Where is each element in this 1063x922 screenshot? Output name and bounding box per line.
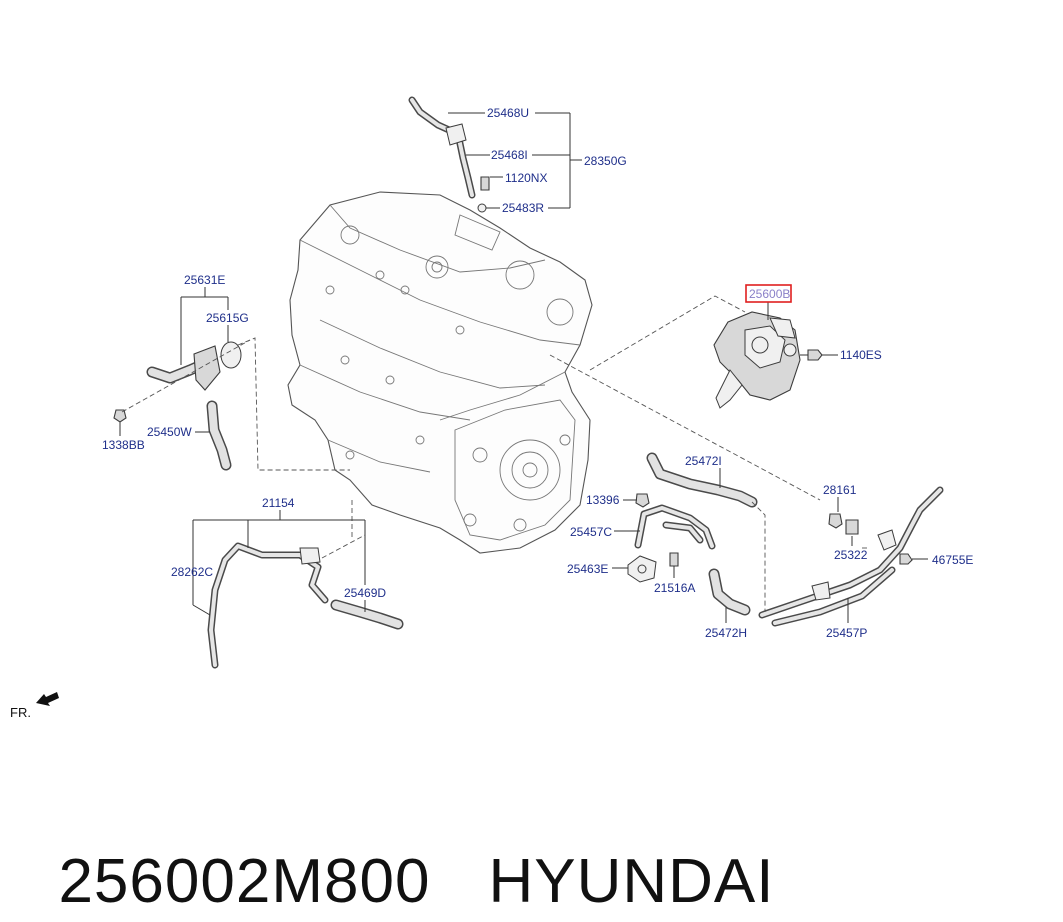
label-25483r[interactable]: 25483R (502, 201, 544, 215)
label-25322[interactable]: 25322 (834, 548, 868, 562)
label-28161[interactable]: 28161 (823, 483, 857, 497)
bolt-1140es[interactable] (800, 349, 823, 361)
label-13396[interactable]: 13396 (586, 493, 620, 507)
label-25468u[interactable]: 25468U (487, 106, 529, 120)
label-28350g[interactable]: 28350G (584, 154, 627, 168)
highlight-box (745, 284, 792, 303)
label-25468i[interactable]: 25468I (491, 148, 528, 162)
label-1338bb[interactable]: 1338BB (102, 438, 145, 452)
label-25463e[interactable]: 25463E (567, 562, 608, 576)
right-hose-assembly[interactable] (627, 452, 758, 616)
reference-lines (121, 295, 870, 612)
label-1140es[interactable]: 1140ES (840, 348, 882, 362)
front-label: FR. (10, 705, 31, 720)
front-arrow-icon (36, 692, 59, 706)
label-1120nx[interactable]: 1120NX (505, 171, 547, 185)
label-28262c[interactable]: 28262C (171, 565, 213, 579)
brand-name: HYUNDAI (488, 847, 775, 916)
label-25472h[interactable]: 25472H (705, 626, 747, 640)
parts-diagram: 25468U 25468I 28350G 1120NX 25483R 25631… (10, 96, 973, 720)
engine-block (287, 191, 593, 554)
lower-left-pipe-assembly[interactable] (207, 542, 404, 669)
label-25600b[interactable]: 25600B (749, 287, 790, 301)
label-25457p[interactable]: 25457P (826, 626, 867, 640)
part-labels: 25468U 25468I 28350G 1120NX 25483R 25631… (102, 106, 973, 640)
label-25450w[interactable]: 25450W (147, 425, 192, 439)
label-46755e[interactable]: 46755E (932, 553, 973, 567)
label-25631e[interactable]: 25631E (184, 273, 225, 287)
thermostat-housing-assembly[interactable] (713, 311, 801, 409)
label-25457c[interactable]: 25457C (570, 525, 612, 539)
leader-lines (119, 112, 928, 623)
part-number: 256002M800 (58, 847, 431, 916)
front-direction-indicator: FR. (10, 692, 59, 720)
top-pipe-assembly[interactable] (408, 96, 490, 213)
label-25615g[interactable]: 25615G (206, 311, 249, 325)
label-25472i[interactable]: 25472I (685, 454, 722, 468)
label-21516a[interactable]: 21516A (654, 581, 695, 595)
left-hose-fitting[interactable] (113, 341, 242, 471)
part-caption: 256002M800 HYUNDAI (22, 762, 1042, 916)
label-21154[interactable]: 21154 (262, 496, 295, 510)
outlet-pipe-assembly[interactable] (758, 486, 944, 627)
label-25469d[interactable]: 25469D (344, 586, 386, 600)
